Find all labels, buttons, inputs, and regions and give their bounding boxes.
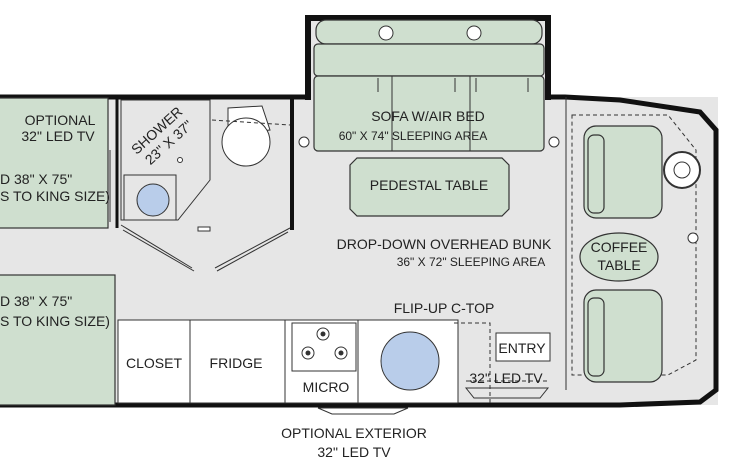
bed-upper-size: D 38" X 75" bbox=[0, 171, 72, 187]
cab bbox=[571, 114, 718, 386]
sofa-label: SOFA W/AIR BED bbox=[371, 108, 485, 124]
sofa bbox=[298, 19, 560, 152]
bunk-label: DROP-DOWN OVERHEAD BUNK bbox=[337, 236, 552, 252]
rear-bed-upper bbox=[0, 97, 109, 229]
bunk-sleeping-area: 36" X 72" SLEEPING AREA bbox=[397, 255, 546, 269]
sofa-sleeping-area: 60" X 74" SLEEPING AREA bbox=[339, 129, 488, 143]
bathroom bbox=[120, 99, 291, 272]
galley-sink bbox=[380, 331, 440, 391]
exterior-tv-label-line2: 32" LED TV bbox=[317, 444, 391, 460]
exterior-tv-label-line1: OPTIONAL EXTERIOR bbox=[281, 425, 427, 441]
bed-upper-note: S TO KING SIZE) bbox=[0, 188, 110, 204]
flip-up-c-top-label: FLIP-UP C-TOP bbox=[394, 300, 495, 316]
galley bbox=[117, 319, 551, 415]
coffee-table-label-line1: COFFEE bbox=[591, 239, 648, 255]
entry-step bbox=[495, 332, 551, 362]
pedestal-table-label: PEDESTAL TABLE bbox=[370, 177, 489, 193]
coffee-table bbox=[579, 232, 659, 282]
pedestal-table bbox=[349, 157, 510, 217]
bed-lower-note: S TO KING SIZE) bbox=[0, 313, 110, 329]
entry-tv-label: 32" LED TV bbox=[469, 370, 543, 386]
fridge-label: FRIDGE bbox=[210, 355, 263, 371]
exterior-walls bbox=[0, 15, 719, 408]
micro-label: MICRO bbox=[303, 379, 350, 395]
closet-label: CLOSET bbox=[126, 355, 182, 371]
optional-tv-label-line2: 32" LED TV bbox=[21, 128, 95, 144]
coffee-table-label-line2: TABLE bbox=[597, 257, 640, 273]
bed-lower-size: D 38" X 75" bbox=[0, 293, 72, 309]
entry-label: ENTRY bbox=[498, 340, 546, 356]
rear-bed-lower bbox=[0, 274, 116, 406]
toilet bbox=[221, 105, 271, 167]
optional-tv-label-line1: OPTIONAL bbox=[25, 112, 96, 128]
bath-sink bbox=[136, 183, 170, 217]
